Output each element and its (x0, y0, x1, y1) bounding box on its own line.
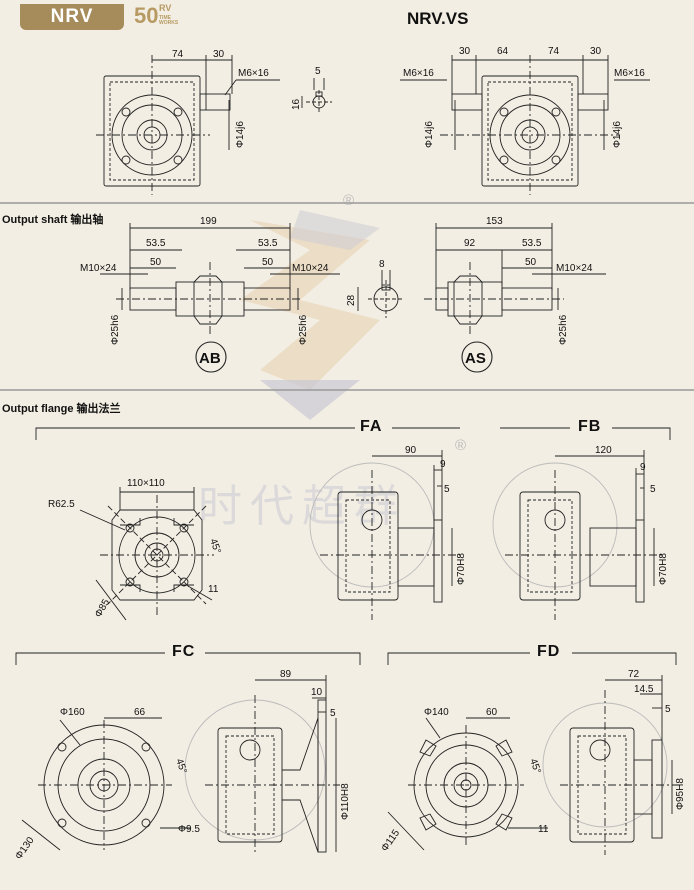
fd-pilot: Φ95H8 (675, 778, 686, 810)
thread-m6-tl: M6×16 (238, 68, 269, 79)
fd-dim-5: 5 (665, 704, 671, 715)
fb-dim-120: 120 (595, 445, 612, 456)
dim-53-5-left: 53.5 (146, 238, 166, 249)
dim-30b-tr: 30 (590, 46, 602, 57)
dim-153: 153 (486, 216, 503, 227)
fa-dim-9: 9 (440, 459, 446, 470)
fc-hole: Φ9.5 (178, 824, 200, 835)
dim-53-5-right: 53.5 (258, 238, 278, 249)
fc-dim-89: 89 (280, 669, 292, 680)
fa-dia: Φ70H8 (456, 553, 467, 585)
dim-5-tl: 5 (315, 66, 321, 77)
fd-angle: 45° (527, 757, 543, 775)
model-title: NRV.VS (407, 9, 469, 28)
dim-53-5-as: 53.5 (522, 238, 542, 249)
shaft-dia-right-tr: Φ14j6 (612, 121, 623, 148)
square-angle: 45° (207, 537, 223, 555)
shaft-ab-drawing (100, 223, 340, 373)
dim-74-tl: 74 (172, 49, 184, 60)
dim-64-tr: 64 (497, 46, 509, 57)
square-flange-drawing (79, 487, 214, 621)
shaft-key-section (357, 270, 404, 318)
fd-dia-outer: Φ140 (424, 707, 449, 718)
fc-angle: 45° (173, 757, 189, 775)
flange-fb-drawing (492, 450, 665, 620)
fb-dim-9: 9 (640, 462, 646, 473)
watermark-text: 时代超群 (198, 481, 406, 532)
fc-dia-outer: Φ160 (60, 707, 85, 718)
flange-fc-drawing (21, 675, 340, 855)
square-dim-11: 11 (208, 584, 219, 595)
key-dim-28: 28 (346, 294, 357, 306)
fb-dim-5: 5 (650, 484, 656, 495)
fa-dim-90: 90 (405, 445, 417, 456)
dim-30a-tr: 30 (459, 46, 471, 57)
fb-dia: Φ70H8 (658, 553, 669, 585)
output-flange-title: Output flange 输出法兰 (2, 403, 121, 415)
fd-dim-72: 72 (628, 669, 640, 680)
fd-dim-11: 11 (538, 824, 549, 835)
fa-dim-5: 5 (444, 484, 450, 495)
shaft-dia-tl: Φ14j6 (235, 121, 246, 148)
registered-mark-2: ® (455, 437, 467, 454)
fc-dim-66: 66 (134, 707, 146, 718)
thread-m10-as: M10×24 (556, 263, 593, 274)
flange-fb-label: FB (578, 418, 602, 435)
dim-50-left: 50 (150, 257, 162, 268)
shaft-ab-label: AB (199, 350, 221, 367)
flange-fc-label: FC (172, 643, 196, 660)
thread-m10-right: M10×24 (292, 263, 329, 274)
gearbox-top-left (96, 55, 332, 195)
flange-fd-drawing (387, 675, 680, 855)
dim-50-as: 50 (525, 257, 537, 268)
fd-dim-60: 60 (486, 707, 498, 718)
square-dia: Φ85 (93, 597, 112, 619)
dim-30-tl: 30 (213, 49, 225, 60)
dim-92: 92 (464, 238, 476, 249)
dia-25-right: Φ25h6 (298, 314, 309, 345)
thread-m10-left: M10×24 (80, 263, 117, 274)
square-radius: R62.5 (48, 499, 75, 510)
fd-pcd: Φ115 (379, 827, 402, 853)
dim-50-right: 50 (262, 257, 274, 268)
dim-199: 199 (200, 216, 217, 227)
thread-right-tr: M6×16 (614, 68, 645, 79)
fc-pcd: Φ130 (13, 835, 36, 862)
square-size: 110×110 (127, 478, 165, 489)
fd-dim-14-5: 14.5 (634, 684, 654, 695)
shaft-dia-left-tr: Φ14j6 (424, 121, 435, 148)
registered-mark-1: ® (343, 192, 355, 209)
flange-fa-label: FA (360, 418, 383, 435)
flange-fd-label: FD (537, 643, 561, 660)
flange-fa-drawing (309, 450, 460, 620)
product-badge: NRV (20, 4, 124, 30)
dim-16-tl: 16 (291, 98, 302, 110)
fc-pilot: Φ110H8 (340, 783, 351, 820)
key-dim-8: 8 (379, 259, 385, 270)
fc-dim-10: 10 (311, 687, 323, 698)
thread-left-tr: M6×16 (403, 68, 434, 79)
shaft-as-drawing (424, 223, 606, 373)
output-shaft-title: Output shaft 输出轴 (2, 214, 104, 226)
gearbox-top-right (400, 55, 650, 195)
dia-25-left: Φ25h6 (110, 314, 121, 345)
dim-74-tr: 74 (548, 46, 560, 57)
dia-25-as: Φ25h6 (558, 314, 569, 345)
shaft-as-label: AS (465, 350, 486, 367)
fc-dim-5: 5 (330, 708, 336, 719)
